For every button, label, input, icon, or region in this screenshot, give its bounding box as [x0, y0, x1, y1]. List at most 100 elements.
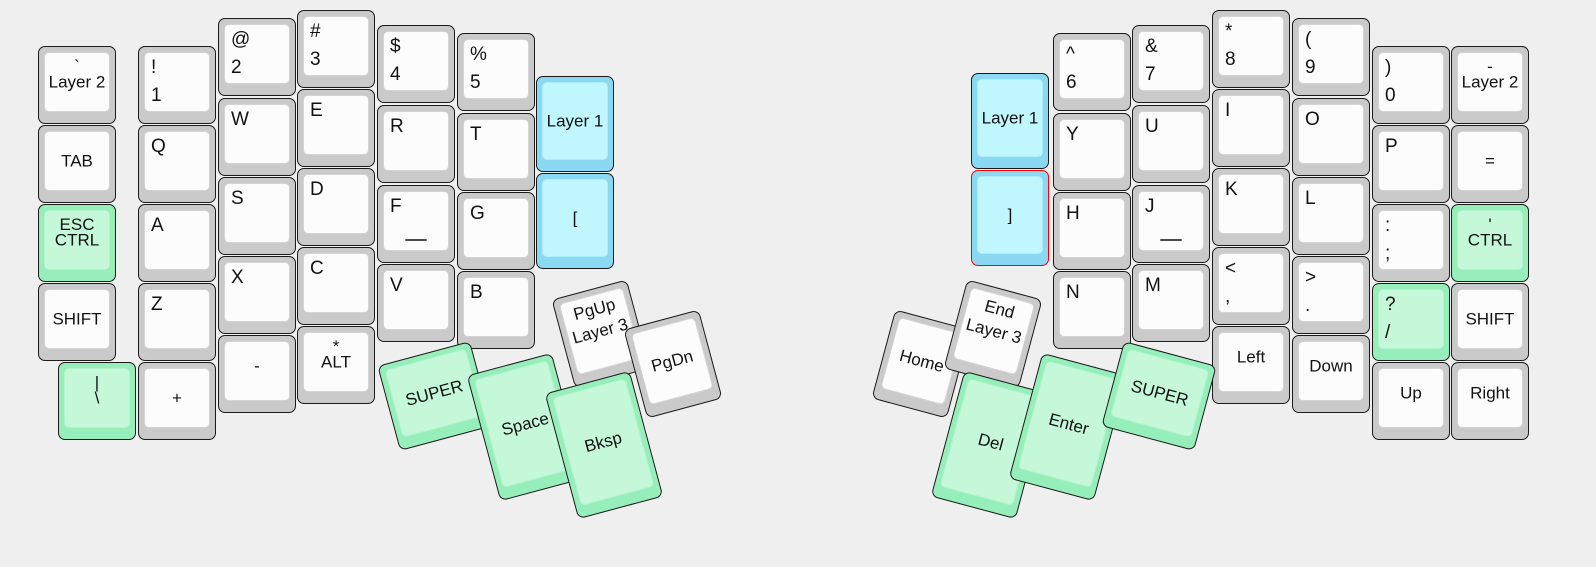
key-legend-bottom: .: [1305, 295, 1311, 316]
key-c[interactable]: C: [297, 247, 375, 325]
keycap-surface: J: [1138, 191, 1204, 251]
key-equals[interactable]: =: [1451, 125, 1529, 203]
key-minus-left[interactable]: -: [218, 335, 296, 413]
key-legend-top: ESC: [59, 215, 95, 234]
key-pipe-backslash[interactable]: |\: [58, 362, 136, 440]
key-legend-main: Left: [1236, 347, 1266, 367]
key-layer1[interactable]: Layer 1: [536, 76, 614, 172]
key-right-arrow[interactable]: Right: [1451, 362, 1529, 440]
key-tab[interactable]: TAB: [38, 125, 116, 203]
key-legend-top: D: [310, 179, 324, 200]
key-w[interactable]: W: [218, 98, 296, 176]
keycap-surface: %5: [463, 39, 529, 99]
key-quote-ctrl[interactable]: 'CTRL: [1451, 204, 1529, 282]
key-legend-bottom: 3: [310, 49, 321, 70]
key-z[interactable]: Z: [138, 283, 216, 361]
key-m[interactable]: M: [1132, 264, 1210, 342]
key-legend-main: =: [1485, 151, 1495, 171]
key-paren-0[interactable]: )0: [1372, 46, 1450, 124]
key-dollar-4[interactable]: $4: [377, 25, 455, 103]
key-colon-semicolon[interactable]: :;: [1372, 204, 1450, 282]
key-legend-top: &: [1145, 36, 1158, 57]
keycap-surface: !1: [144, 52, 210, 112]
key-legend-main: [: [572, 208, 578, 228]
key-legend-main: Enter: [1046, 409, 1091, 439]
key-x[interactable]: X: [218, 256, 296, 334]
key-v[interactable]: V: [377, 264, 455, 342]
key-d[interactable]: D: [297, 168, 375, 246]
key-t[interactable]: T: [457, 113, 535, 191]
key-o[interactable]: O: [1292, 98, 1370, 176]
key-u[interactable]: U: [1132, 105, 1210, 183]
key-minus-layer2[interactable]: -Layer 2: [1451, 46, 1529, 124]
key-j[interactable]: J: [1132, 185, 1210, 263]
keycap-surface: @2: [224, 24, 290, 84]
key-legend-top: `: [74, 57, 80, 76]
key-question-slash[interactable]: ?/: [1372, 283, 1450, 361]
keycap-surface: N: [1059, 277, 1125, 337]
key-legend-top: O: [1305, 109, 1320, 130]
key-y[interactable]: Y: [1053, 113, 1131, 191]
key-paren-9[interactable]: (9: [1292, 18, 1370, 96]
key-star-alt[interactable]: *ALT: [297, 326, 375, 404]
key-plus[interactable]: +: [138, 362, 216, 440]
key-q[interactable]: Q: [138, 125, 216, 203]
keycap-surface: Bksp: [552, 378, 655, 507]
keycap-surface: L: [1298, 183, 1364, 243]
key-legend-top: H: [1066, 203, 1080, 224]
keycap-surface: V: [383, 270, 449, 330]
key-bracket-left[interactable]: [: [536, 173, 614, 269]
key-percent-5[interactable]: %5: [457, 33, 535, 111]
key-legend-main: CTRL: [1467, 230, 1513, 250]
keycap-surface: E: [303, 95, 369, 155]
key-r[interactable]: R: [377, 105, 455, 183]
key-f[interactable]: F: [377, 185, 455, 263]
key-b[interactable]: B: [457, 271, 535, 349]
key-shift-left[interactable]: SHIFT: [38, 283, 116, 361]
key-legend-top: <: [1225, 258, 1237, 279]
key-legend-bottom: 0: [1385, 85, 1396, 106]
key-left-arrow[interactable]: Left: [1212, 326, 1290, 404]
key-h[interactable]: H: [1053, 192, 1131, 270]
key-g[interactable]: G: [457, 192, 535, 270]
key-legend-bottom: ,: [1225, 286, 1231, 307]
key-k[interactable]: K: [1212, 168, 1290, 246]
key-at-2[interactable]: @2: [218, 18, 296, 96]
key-p[interactable]: P: [1372, 125, 1450, 203]
key-l[interactable]: L: [1292, 177, 1370, 255]
key-exclaim-1[interactable]: !1: [138, 46, 216, 124]
key-gt-period[interactable]: >.: [1292, 256, 1370, 334]
key-legend-top: U: [1145, 116, 1159, 137]
key-a[interactable]: A: [138, 204, 216, 282]
key-legend-main: SUPER: [403, 376, 465, 410]
keycap-surface: SUPER: [384, 348, 484, 438]
keycap-surface: :;: [1378, 210, 1444, 270]
key-legend-top: $: [390, 36, 401, 57]
key-up-arrow[interactable]: Up: [1372, 362, 1450, 440]
key-super-right[interactable]: SUPER: [1101, 341, 1217, 451]
keycap-surface: H: [1059, 198, 1125, 258]
key-lt-comma[interactable]: <,: [1212, 247, 1290, 325]
keycap-surface: -: [224, 341, 290, 401]
key-n[interactable]: N: [1053, 271, 1131, 349]
key-down-arrow[interactable]: Down: [1292, 335, 1370, 413]
key-hash-3[interactable]: #3: [297, 10, 375, 88]
key-e[interactable]: E: [297, 89, 375, 167]
key-bracket-right[interactable]: ]: [971, 170, 1049, 266]
key-i[interactable]: I: [1212, 89, 1290, 167]
key-caret-6[interactable]: ^6: [1053, 33, 1131, 111]
key-layer1-right[interactable]: Layer 1: [971, 73, 1049, 169]
key-legend-bottom: 5: [470, 72, 481, 93]
key-shift-right[interactable]: SHIFT: [1451, 283, 1529, 361]
key-legend-top: E: [310, 100, 323, 121]
key-legend-top: |: [94, 373, 100, 392]
key-star-8[interactable]: *8: [1212, 10, 1290, 88]
key-s[interactable]: S: [218, 177, 296, 255]
key-amp-7[interactable]: &7: [1132, 25, 1210, 103]
key-legend-top: L: [1305, 188, 1316, 209]
key-legend-top: M: [1145, 275, 1161, 296]
key-layer2-grave[interactable]: `Layer 2: [38, 46, 116, 124]
keycap-surface: TAB: [44, 131, 110, 191]
